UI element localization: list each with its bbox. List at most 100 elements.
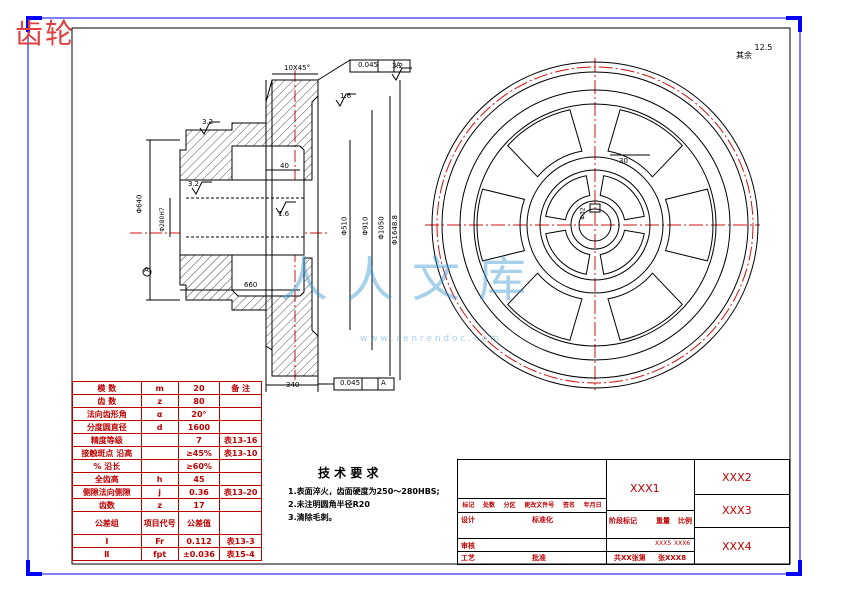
- param-symbol: h: [140, 472, 179, 486]
- param-note: [219, 420, 262, 434]
- tb-material: XXX2: [722, 471, 752, 484]
- tb-sheets: 共XX张第: [614, 554, 646, 562]
- dim-chamfer: 10X45°: [284, 64, 311, 72]
- tolerance-cell: fpt: [140, 547, 179, 561]
- param-note: [219, 472, 262, 486]
- param-symbol: α: [140, 407, 179, 421]
- tech-req-item-3: 3.清除毛刺。: [288, 513, 337, 522]
- hub-slot: [599, 175, 645, 221]
- tolerance-cell: Fr: [140, 534, 179, 548]
- param-name: 全齿高: [72, 472, 142, 486]
- param-value: 20: [177, 381, 221, 395]
- title-block: XXX1 XXX2 XXX3 XXX4 标记处数分区更改文件号签名年月日 设计 …: [457, 459, 790, 565]
- param-name: 接触斑点 沿高: [72, 446, 142, 460]
- tech-requirements: 技 术 要 求 1.表面淬火，齿面硬度为250～280HBS; 2.未注明圆角半…: [288, 464, 440, 524]
- tb-process: 工艺: [461, 554, 475, 562]
- hub-slot: [599, 229, 645, 275]
- web-hole: [664, 188, 714, 262]
- param-note: [219, 394, 262, 408]
- watermark-brand: 人人文库: [280, 252, 545, 308]
- tb-w2: XXX6: [674, 540, 691, 547]
- param-value: 20°: [177, 407, 221, 421]
- dim-len660: 660: [244, 281, 258, 289]
- param-symbol: m: [140, 381, 179, 395]
- param-name: 法向齿形角: [72, 407, 142, 421]
- param-value: 80: [177, 394, 221, 408]
- param-symbol: j: [140, 485, 179, 499]
- web-hole: [507, 272, 583, 341]
- tolerance-cell: Ⅰ: [72, 534, 142, 548]
- param-name: % 沿长: [72, 459, 142, 473]
- param-symbol: z: [140, 498, 179, 512]
- roughness-general-value: 12.5: [754, 43, 773, 52]
- tb-weight: 重量: [656, 517, 670, 525]
- param-symbol: d: [140, 420, 179, 434]
- tolerance-cell: 0.112: [177, 534, 221, 548]
- tolerance-cell: Ⅱ: [72, 547, 142, 561]
- param-note: 表13-10: [219, 446, 262, 460]
- dim-hub: Φ32: [579, 207, 587, 220]
- param-value: ≥45%: [177, 446, 221, 460]
- param-row: 接触斑点 沿高 ≥45%表13-10: [72, 446, 262, 460]
- tb-row-label: 处数: [482, 502, 495, 509]
- tb-sheet-of: 张XXX8: [658, 554, 687, 562]
- param-value: 7: [177, 433, 221, 447]
- param-name: 精度等级: [72, 433, 142, 447]
- param-name: 模 数: [72, 381, 142, 395]
- param-symbol: z: [140, 394, 179, 408]
- tech-req-item-1: 1.表面淬火，齿面硬度为250～280HBS;: [288, 487, 440, 496]
- tb-org: XXX3: [722, 504, 752, 517]
- tb-row-label: 标记: [462, 502, 475, 509]
- param-symbol: [140, 459, 179, 473]
- param-note: [219, 498, 262, 512]
- param-name: 侧隙法向侧隙: [72, 485, 142, 499]
- tol-top-datum: A: [396, 61, 401, 69]
- web-holes: [476, 109, 714, 341]
- dim-d640: Φ640: [135, 194, 144, 214]
- param-name: 齿 数: [72, 394, 142, 408]
- param-note: 表13-16: [219, 433, 262, 447]
- watermark-url: w w w . r e n r e n d o c . c o m: [360, 334, 499, 344]
- param-name: 分度圆直径: [72, 420, 142, 434]
- dim-d1648: Φ1648.8: [391, 214, 400, 246]
- param-value: 17: [177, 498, 221, 512]
- dim-w40: 40: [280, 162, 289, 170]
- roughness-general-label: 其余: [736, 51, 752, 60]
- tol-bottom-datum: A: [381, 379, 386, 387]
- tb-design: 设计: [461, 516, 475, 524]
- dim-key30: 30: [619, 157, 628, 165]
- tolerance-cell: 表13-3: [219, 534, 262, 548]
- front-view: [425, 58, 760, 390]
- tb-row-label: 分区: [503, 502, 516, 509]
- dim-d280: Φ280H7: [158, 207, 166, 232]
- group-header-cell: 公差值: [177, 511, 221, 535]
- param-note: 表13-20: [219, 485, 262, 499]
- roughness-e: 1.6: [278, 210, 290, 218]
- web-hole: [476, 188, 526, 262]
- roughness-b: 1.6: [340, 92, 352, 100]
- tb-code: XXX4: [722, 540, 752, 553]
- dim-d910: Φ910: [361, 216, 370, 236]
- hub-slot: [545, 229, 591, 275]
- web-hole: [507, 109, 583, 178]
- tb-w1: XXX5: [655, 540, 672, 547]
- roughness-a: 3.2: [202, 118, 214, 126]
- param-value: 45: [177, 472, 221, 486]
- tb-name: XXX1: [630, 482, 660, 495]
- group-header-cell: [219, 511, 262, 535]
- tb-approve: 批准: [532, 554, 546, 562]
- dim-d510: Φ510: [340, 216, 349, 236]
- dim-d1050: Φ1050: [377, 216, 386, 240]
- tb-row-label: 年月日: [583, 502, 602, 509]
- title-overlay: 齿轮: [15, 17, 76, 50]
- param-row: % 沿长≥60%: [72, 459, 262, 473]
- tolerance-cell: ±0.036: [177, 547, 221, 561]
